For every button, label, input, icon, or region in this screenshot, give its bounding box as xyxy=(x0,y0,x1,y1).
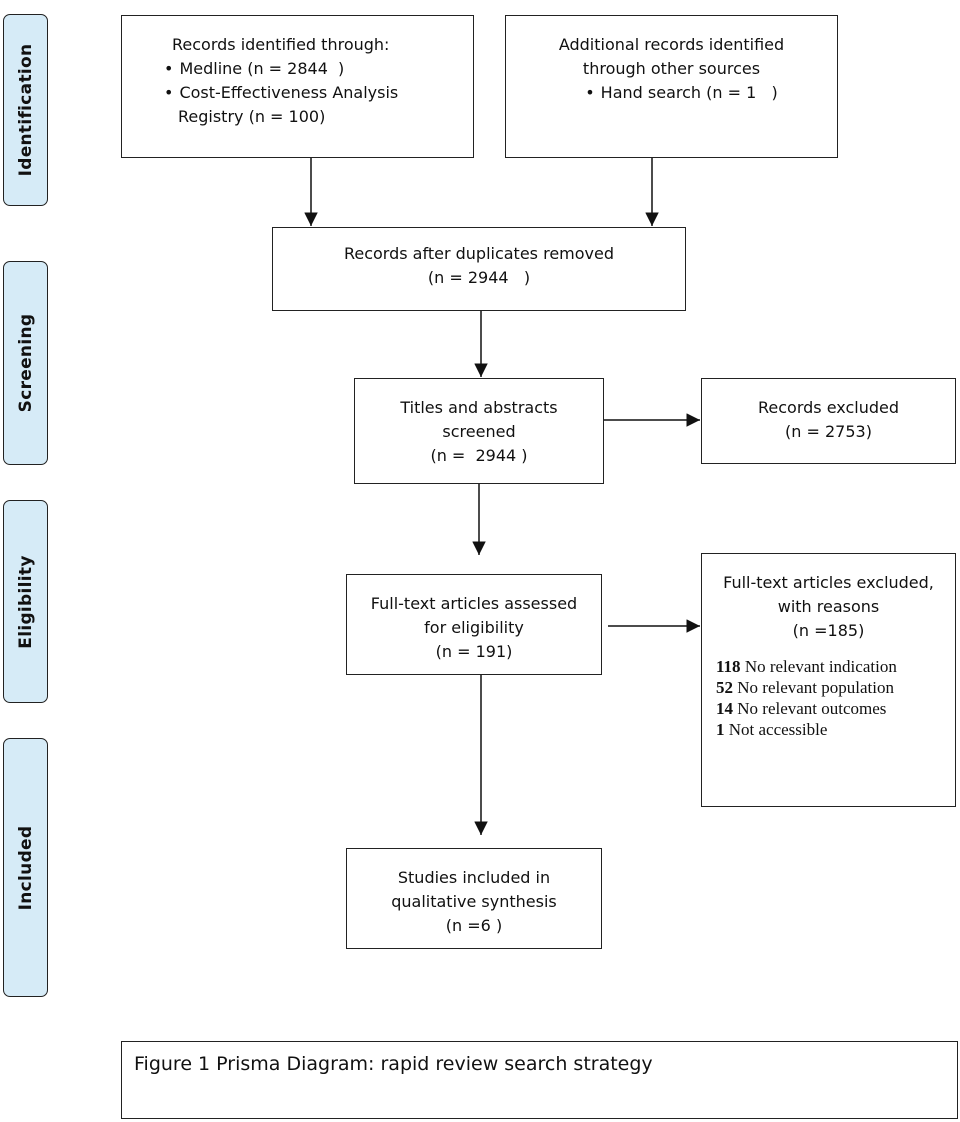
phase-eligibility: Eligibility xyxy=(3,500,48,703)
exclusion-reason-indication: 118 No relevant indication xyxy=(716,656,955,677)
records-identified-bullet-medline: Medline (n = 2844 ) xyxy=(164,57,473,81)
figure-caption-box: Figure 1 Prisma Diagram: rapid review se… xyxy=(121,1041,958,1119)
exclusion-reason-outcomes-text: No relevant outcomes xyxy=(733,699,887,718)
records-excluded-count: (n = 2753) xyxy=(785,422,872,441)
additional-records-box: Additional records identified through ot… xyxy=(505,15,838,158)
duplicates-removed-box: Records after duplicates removed (n = 29… xyxy=(272,227,686,311)
phase-screening: Screening xyxy=(3,261,48,465)
figure-caption: Figure 1 Prisma Diagram: rapid review se… xyxy=(134,1053,653,1075)
exclusion-reason-outcomes-count: 14 xyxy=(716,699,733,718)
records-identified-bullet-cea: Cost-Effectiveness Analysis xyxy=(164,81,473,105)
records-identified-box: Records identified through: Medline (n =… xyxy=(121,15,474,158)
exclusion-reason-indication-count: 118 xyxy=(716,657,741,676)
exclusion-reason-population-text: No relevant population xyxy=(733,678,894,697)
included-studies-box: Studies included in qualitative synthesi… xyxy=(346,848,602,949)
included-studies-count: (n =6 ) xyxy=(445,916,503,935)
records-excluded-box: Records excluded (n = 2753) xyxy=(701,378,956,464)
exclusion-reason-outcomes: 14 No relevant outcomes xyxy=(716,698,955,719)
fulltext-assessed-box: Full-text articles assessed for eligibil… xyxy=(346,574,602,675)
screened-box: Titles and abstracts screened (n = 2944 … xyxy=(354,378,604,484)
fulltext-assessed-count: (n = 191) xyxy=(435,642,513,661)
exclusion-reason-population-count: 52 xyxy=(716,678,733,697)
fulltext-assessed-line1: Full-text articles assessed xyxy=(370,594,578,613)
additional-records-line1: Additional records identified xyxy=(558,35,785,54)
exclusion-reason-access: 1 Not accessible xyxy=(716,719,955,740)
additional-records-line2: through other sources xyxy=(582,59,761,78)
records-identified-continuation: Registry (n = 100) xyxy=(178,107,326,126)
exclusion-reason-indication-text: No relevant indication xyxy=(740,657,897,676)
fulltext-excluded-box: Full-text articles excluded, with reason… xyxy=(701,553,956,807)
fulltext-assessed-line2: for eligibility xyxy=(424,618,524,637)
records-excluded-line1: Records excluded xyxy=(758,398,899,417)
exclusion-reason-access-text: Not accessible xyxy=(724,720,828,739)
fulltext-excluded-count: (n =185) xyxy=(792,621,865,640)
exclusion-reason-population: 52 No relevant population xyxy=(716,677,955,698)
screened-line1: Titles and abstracts xyxy=(400,398,558,417)
duplicates-removed-line1: Records after duplicates removed xyxy=(343,244,615,263)
fulltext-excluded-line2: with reasons xyxy=(777,597,880,616)
duplicates-removed-count: (n = 2944 ) xyxy=(427,268,531,287)
screened-count: (n = 2944 ) xyxy=(430,446,528,465)
screened-line2: screened xyxy=(442,422,516,441)
phase-included: Included xyxy=(3,738,48,997)
included-studies-line1: Studies included in xyxy=(397,868,551,887)
additional-records-bullet-hand-search: Hand search (n = 1 ) xyxy=(506,81,837,105)
phase-identification: Identification xyxy=(3,14,48,206)
records-identified-heading: Records identified through: xyxy=(172,35,390,54)
fulltext-excluded-line1: Full-text articles excluded, xyxy=(723,573,934,592)
exclusion-reasons-list: 118 No relevant indication 52 No relevan… xyxy=(702,656,955,740)
included-studies-line2: qualitative synthesis xyxy=(391,892,557,911)
exclusion-reason-access-count: 1 xyxy=(716,720,725,739)
